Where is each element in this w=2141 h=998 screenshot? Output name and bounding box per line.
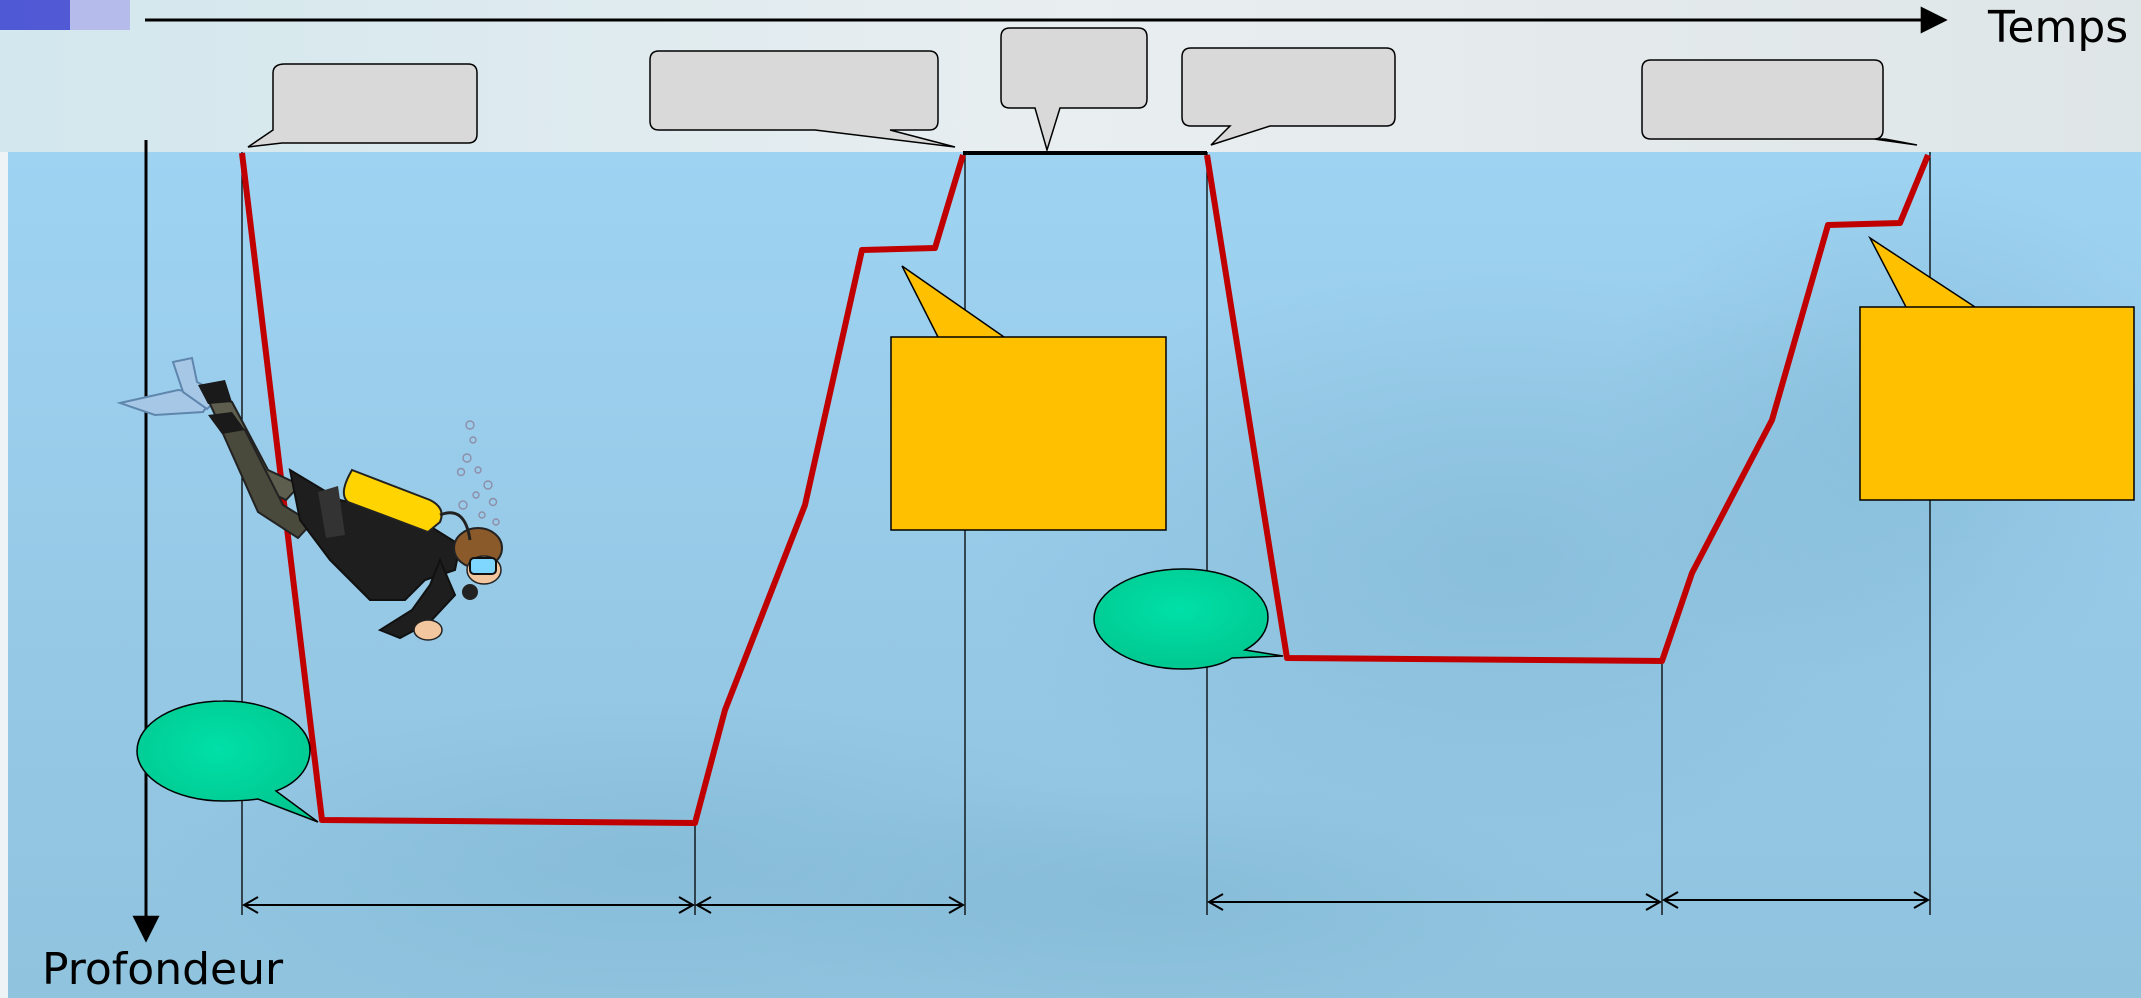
scuba-diver-icon (116, 356, 503, 641)
grey-callout-dive2-start (1181, 47, 1396, 146)
green-callout-bottom-2 (1093, 568, 1284, 670)
grey-callout-dive1-end (649, 50, 956, 148)
grey-callout-dive2-end (1641, 59, 1918, 146)
duration-arrows (241, 891, 1931, 914)
grey-callout-surface (1000, 27, 1148, 153)
second-dive-profile-line (1204, 153, 1931, 664)
bubbles-icon (456, 420, 500, 526)
green-callouts (136, 568, 1284, 823)
duration-arrow-bottom-2 (1206, 893, 1663, 911)
duration-arrow-ascent-2 (1661, 891, 1931, 909)
duration-arrow-ascent-1 (694, 896, 966, 914)
depth-axis-label: Profondeur (42, 944, 284, 995)
time-axis-label: Temps (1988, 2, 2129, 53)
orange-callout-stop-2 (1859, 235, 2135, 501)
orange-callout-stop-1 (890, 265, 1167, 531)
grey-callouts (247, 27, 1918, 153)
dive-profile-line (239, 152, 966, 826)
grey-callout-descent-start (247, 63, 478, 148)
duration-arrow-bottom-1 (241, 896, 696, 914)
green-callout-bottom-1 (136, 700, 319, 823)
orange-callouts (890, 235, 2135, 531)
